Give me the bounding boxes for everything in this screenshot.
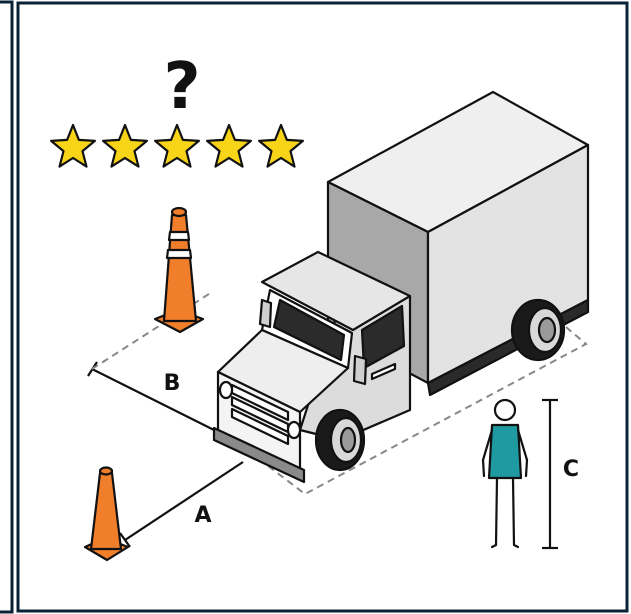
- star-icon: [207, 125, 251, 167]
- star-rating: [51, 125, 303, 167]
- star-icon: [155, 125, 199, 167]
- star-icon: [51, 125, 95, 167]
- label-a: A: [194, 503, 211, 528]
- traffic-cone-back: [155, 208, 203, 332]
- dimension-a: [120, 462, 243, 547]
- label-b: B: [164, 371, 181, 396]
- question-mark: ?: [163, 50, 200, 124]
- label-c: C: [563, 457, 579, 482]
- left-panel-edge: [0, 2, 12, 612]
- person: [483, 400, 527, 547]
- dimension-b: [88, 362, 218, 432]
- star-icon: [259, 125, 303, 167]
- traffic-cone-front: [85, 468, 128, 561]
- dimension-c: [542, 400, 558, 548]
- star-icon: [103, 125, 147, 167]
